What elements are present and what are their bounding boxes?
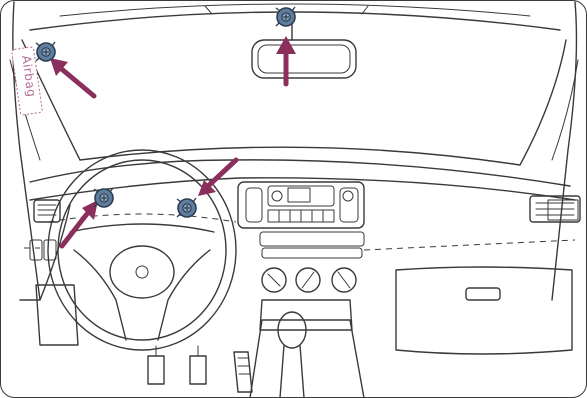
arrow-to-mirror-icon bbox=[276, 36, 296, 84]
windshield bbox=[10, 2, 578, 300]
center-console bbox=[238, 182, 364, 398]
arrow-to-a-pillar-icon bbox=[50, 58, 94, 96]
pedals bbox=[148, 346, 252, 392]
rearview-mirror bbox=[252, 22, 356, 78]
camera-mount-icon-dash-right bbox=[177, 198, 196, 217]
camera-mount-icon-mirror bbox=[276, 7, 295, 26]
camera-mount-icon-a-pillar bbox=[36, 42, 55, 61]
arrow-to-dash-left-icon bbox=[62, 200, 98, 246]
camera-mount-icon-dash-left bbox=[94, 188, 113, 207]
